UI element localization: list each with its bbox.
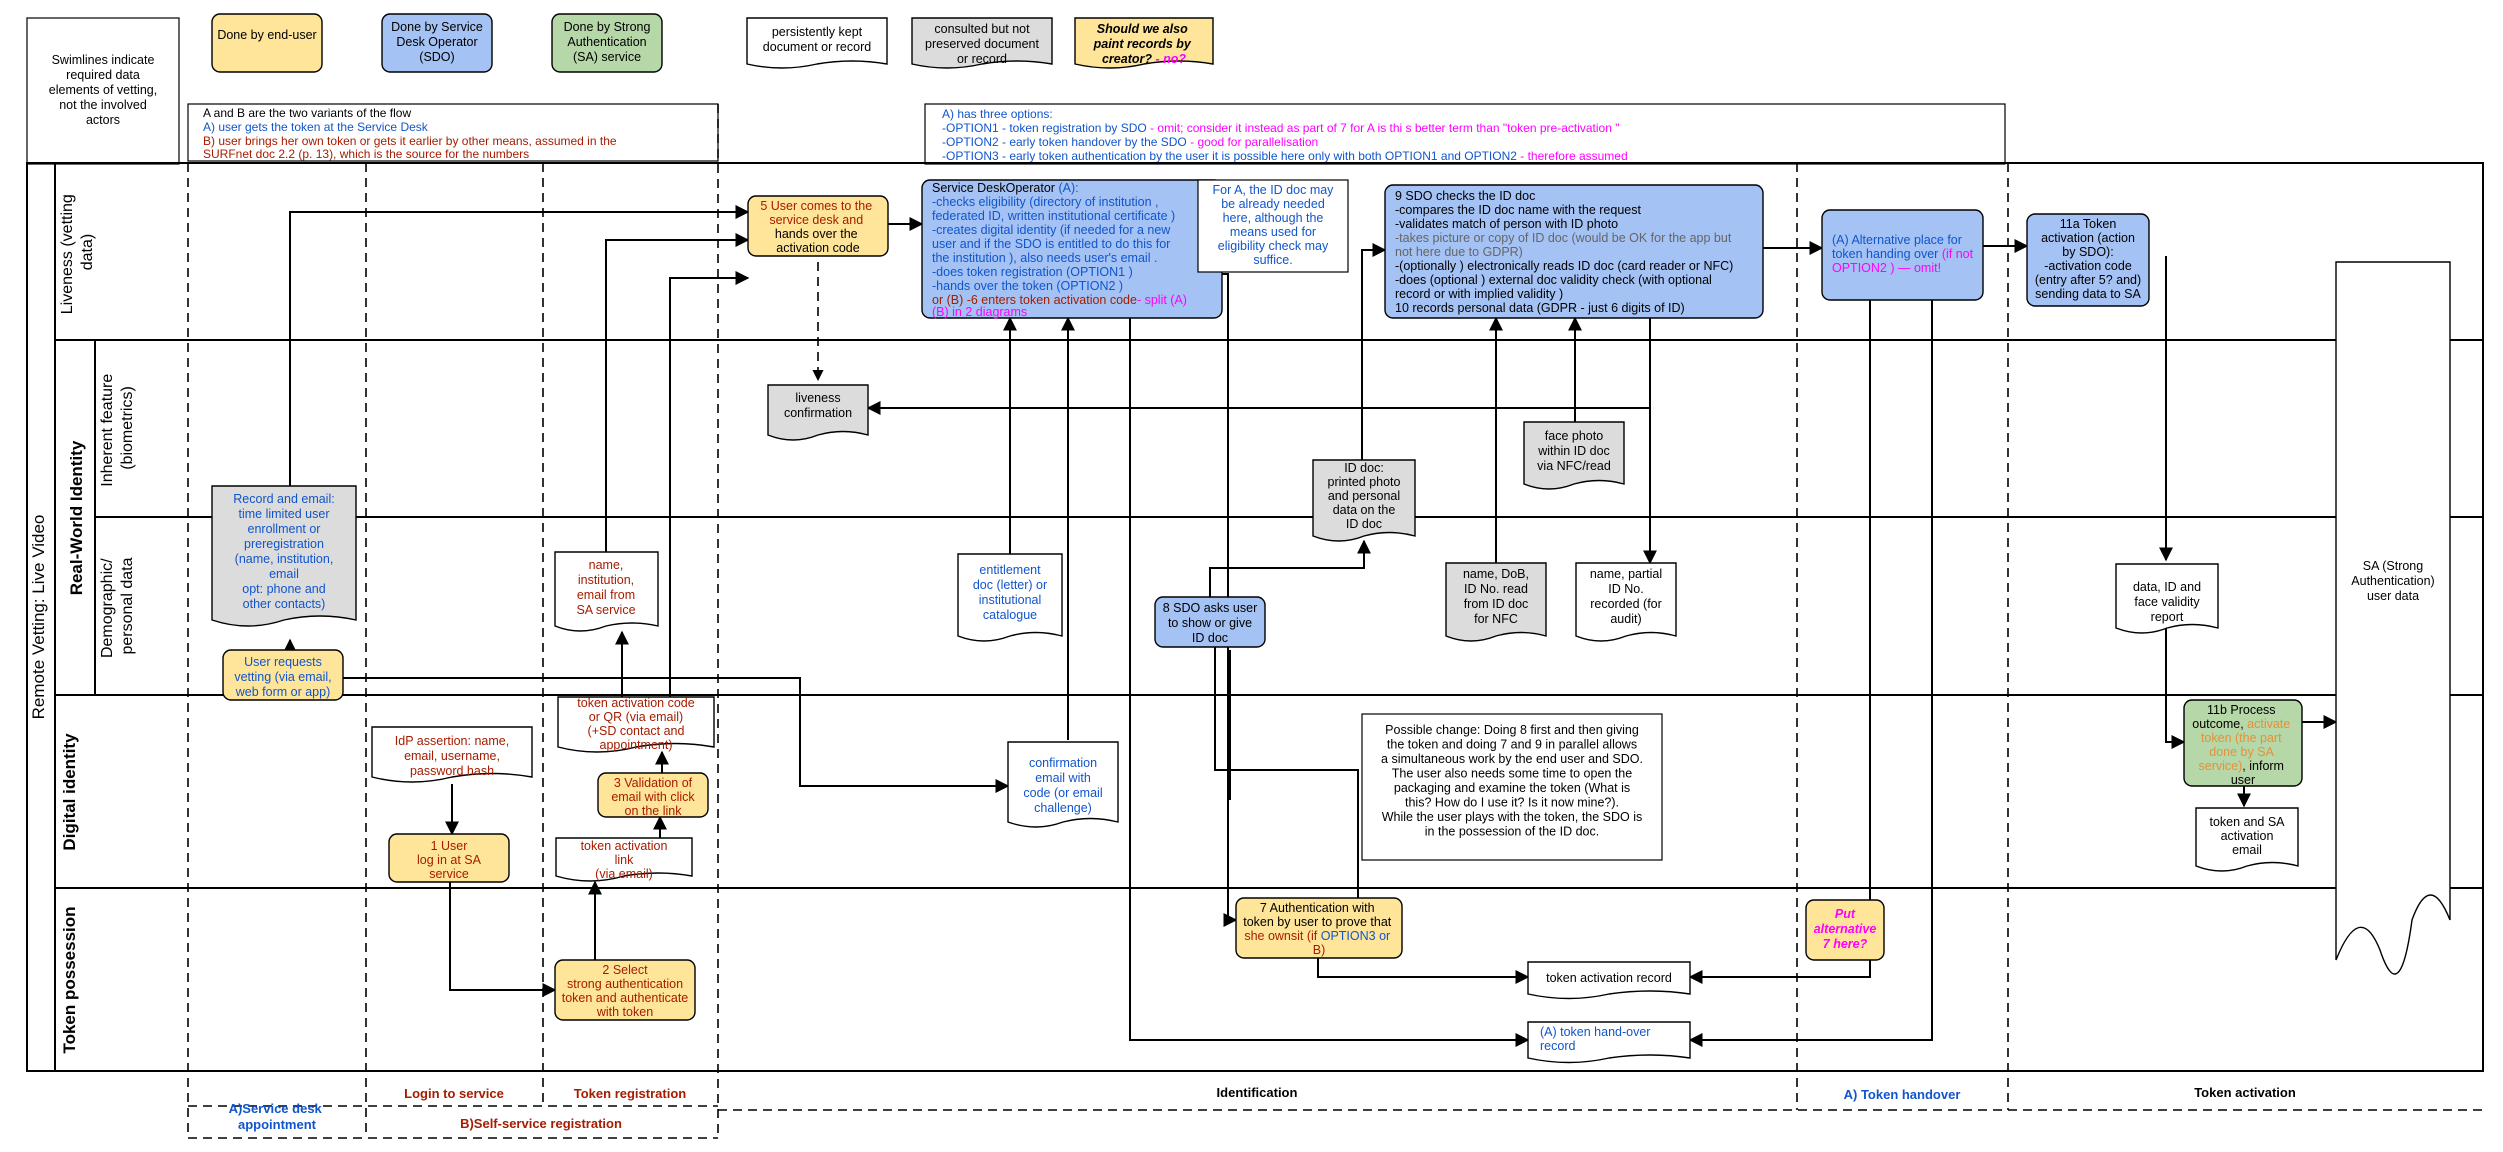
svg-text:-OPTION1 - token registration: -OPTION1 - token registration by SDO - o… — [942, 121, 1619, 135]
phase-token-registration: Token registration — [574, 1086, 687, 1101]
svg-text:5 User comes to the serv: 5 User comes to the service desk and han… — [760, 199, 875, 255]
phase-login: Login to service — [404, 1086, 504, 1101]
svg-text:A) has three options:: A) has three options: — [942, 107, 1053, 121]
auth-token-step: 7 Authentication with token by user to p… — [1235, 897, 1403, 959]
svg-text:Possible change: Doing 8 first: Possible change: Doing 8 first and then … — [1381, 723, 1643, 839]
phase-token-handover: A) Token handover — [1844, 1087, 1961, 1102]
svg-text:9 SDO checks the ID doc: 9 SDO checks the ID doc -compares the ID… — [1395, 189, 1737, 315]
svg-text:(A) Alternative place for: (A) Alternative place for token handing … — [1832, 233, 1977, 275]
svg-text:token activation record: token activation record — [1546, 971, 1672, 985]
svg-text:Record and email:time limited: Record and email:time limited userenroll… — [233, 492, 334, 611]
svg-text:7 Authentication with to: 7 Authentication with token by user to p… — [1243, 901, 1395, 957]
svg-text:11b Process outcome, act: 11b Process outcome, activate token (the… — [2192, 703, 2293, 787]
svg-text:Service DeskOperator (A):: Service DeskOperator (A): -checks eligib… — [932, 181, 1190, 319]
phase-service-desk: A)Service desk appointment — [229, 1101, 326, 1132]
svg-text:A) user gets the token at the: A) user gets the token at the Service De… — [203, 120, 429, 134]
process-outcome-step: 11b Process outcome, activate token (the… — [2183, 699, 2303, 787]
lane-outer-label: Remote Vetting: Live Video — [29, 515, 48, 720]
possible-change-note: Possible change: Doing 8 first and then … — [1361, 713, 1663, 861]
token-handover-record: (A) token hand-over record — [1527, 1021, 1691, 1064]
lane-inherent-label: Inherent feature (biometrics) — [99, 369, 136, 486]
svg-text:B) user brings her own token o: B) user brings her own token or gets it … — [203, 134, 617, 148]
lane-liveness-label-text: Liveness (vetting data) — [59, 190, 96, 315]
phase-identification: Identification — [1217, 1085, 1298, 1100]
idp-assertion-doc: IdP assertion: name,email, username,pass… — [371, 726, 533, 783]
lane-demographic-label: Demographic/ personal data — [99, 554, 136, 658]
svg-text:IdP assertion: name,email, use: IdP assertion: name,email, username,pass… — [395, 734, 509, 778]
lane-real-world-label: Real-World Identity — [67, 440, 86, 595]
legend-question: Should we also paint records by creator?… — [1093, 22, 1195, 66]
phase-token-activation: Token activation — [2194, 1085, 2296, 1100]
alt-place-step: (A) Alternative place for token handing … — [1821, 209, 1984, 301]
phase-columns: A)Service desk appointment Login to serv… — [187, 104, 2483, 1139]
svg-text:A and B are the two variants o: A and B are the two variants of the flow — [203, 106, 411, 120]
lane-digital-label: Digital identity — [60, 733, 79, 851]
options-note: A) has three options: -OPTION1 - token r… — [924, 103, 2006, 165]
variants-note: A and B are the two variants of the flow… — [187, 103, 719, 162]
user-comes-step: 5 User comes to the service desk and han… — [747, 195, 889, 257]
svg-text:-OPTION2 - early token handov: -OPTION2 - early token handover by the S… — [942, 135, 1318, 149]
legend-end-user: Done by end-user — [217, 28, 316, 42]
svg-text:(A) token hand-over reco: (A) token hand-over record — [1540, 1025, 1654, 1053]
svg-text:SURFnet doc 2.2 (p. 13), which: SURFnet doc 2.2 (p. 13), which is the so… — [203, 147, 529, 161]
lane-token-label: Token possession — [60, 906, 79, 1053]
phase-self-service: B)Self-service registration — [460, 1116, 622, 1131]
swimlanes: Remote Vetting: Live Video Real-World Id… — [26, 162, 2484, 1072]
token-activation-record: token activation record — [1527, 961, 1691, 1000]
sdo-main-step: Service DeskOperator (A): -checks eligib… — [921, 179, 1223, 319]
svg-text:-OPTION3 - early token authen: -OPTION3 - early token authentication by… — [942, 149, 1628, 163]
sdo-checks-step: 9 SDO checks the ID doc -compares the ID… — [1384, 184, 1764, 319]
